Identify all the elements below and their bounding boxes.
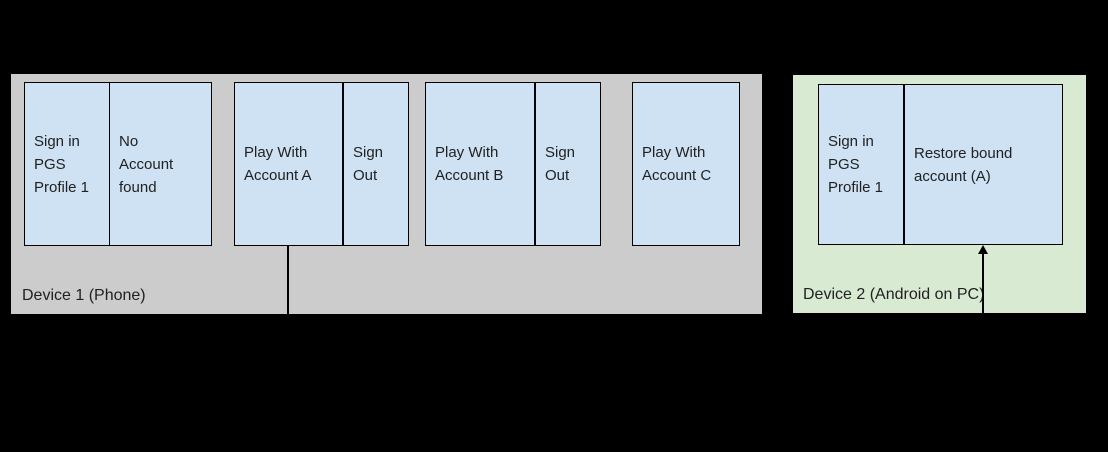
- connector-account-a-up-line: [982, 253, 984, 452]
- step-no-account-found: No Account found: [109, 82, 212, 246]
- step-label: Play With Account C: [642, 144, 712, 184]
- step-label: Play With Account A: [244, 144, 312, 184]
- step-label: Play With Account B: [435, 144, 504, 184]
- device1-label: Device 1 (Phone): [22, 287, 146, 304]
- arrow-up-icon: [978, 245, 988, 254]
- device1-container: Sign in PGS Profile 1 No Account found P…: [11, 74, 762, 314]
- device2-label: Device 2 (Android on PC): [803, 286, 985, 303]
- step-play-with-account-c: Play With Account C: [632, 82, 740, 246]
- step-restore-bound-account-a: Restore bound account (A): [904, 84, 1063, 245]
- step-sign-out-1: Sign Out: [343, 82, 409, 246]
- step-label: Sign Out: [353, 144, 384, 184]
- device2-container: Sign in PGS Profile 1 Restore bound acco…: [793, 75, 1086, 313]
- step-label: Sign Out: [545, 144, 576, 184]
- step-label: Sign in PGS Profile 1: [34, 132, 90, 196]
- step-sign-in-pgs-profile-1-device2: Sign in PGS Profile 1: [818, 84, 904, 245]
- step-label: No Account found: [119, 132, 174, 196]
- step-label: Sign in PGS Profile 1: [828, 133, 884, 196]
- step-play-with-account-b: Play With Account B: [425, 82, 535, 246]
- step-sign-out-2: Sign Out: [535, 82, 601, 246]
- connector-account-a-down-line: [287, 246, 289, 452]
- step-sign-in-pgs-profile-1: Sign in PGS Profile 1: [24, 82, 110, 246]
- step-play-with-account-a: Play With Account A: [234, 82, 343, 246]
- step-label: Restore bound account (A): [914, 144, 1013, 185]
